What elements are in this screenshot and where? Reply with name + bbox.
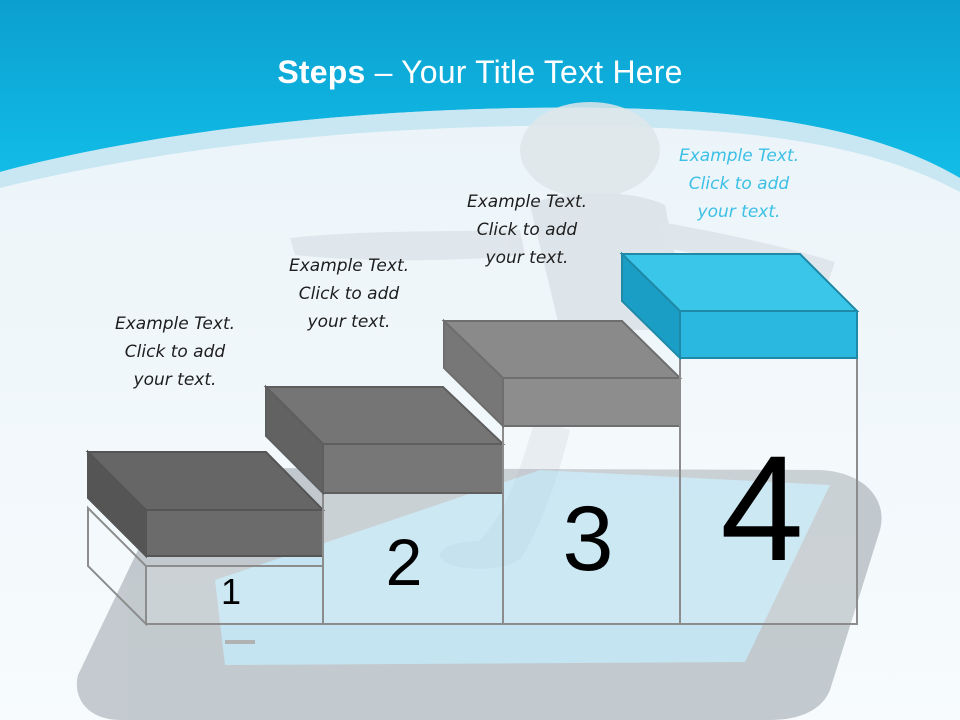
step-4-caption[interactable]: Example Text. Click to add your text.	[639, 142, 839, 226]
step-1-caption[interactable]: Example Text. Click to add your text.	[75, 310, 275, 394]
step-4-block[interactable]: 4	[619, 251, 860, 625]
step-1-caption-line2: Click to add	[124, 342, 226, 362]
step-4-caption-line1: Example Text.	[678, 146, 800, 166]
step-1-block[interactable]: 1	[85, 449, 326, 627]
step-3-caption[interactable]: Example Text. Click to add your text.	[427, 188, 627, 272]
step-3-caption-line3: your text.	[485, 248, 569, 268]
step-1-caption-line1: Example Text.	[114, 314, 236, 334]
step-4-caption-line2: Click to add	[688, 174, 790, 194]
step-3-caption-line2: Click to add	[476, 220, 578, 240]
step-2-caption[interactable]: Example Text. Click to add your text.	[249, 252, 449, 336]
step-2-caption-line3: your text.	[307, 312, 391, 332]
step-1-number: 1	[221, 571, 241, 612]
step-4-number: 4	[720, 424, 803, 592]
step-2-block[interactable]: 2	[263, 384, 506, 625]
step-3-number: 3	[562, 488, 613, 590]
step-2-caption-line1: Example Text.	[288, 256, 410, 276]
step-4-caption-line3: your text.	[697, 202, 781, 222]
step-3-block[interactable]: 3	[441, 318, 683, 625]
title-rest: – Your Title Text Here	[365, 54, 683, 90]
step-2-number: 2	[386, 525, 423, 599]
step-3-caption-line1: Example Text.	[466, 192, 588, 212]
step-1-caption-line3: your text.	[133, 370, 217, 390]
title-bold: Steps	[277, 54, 366, 90]
step-2-caption-line2: Click to add	[298, 284, 400, 304]
slide-title[interactable]: Steps – Your Title Text Here	[0, 54, 960, 91]
